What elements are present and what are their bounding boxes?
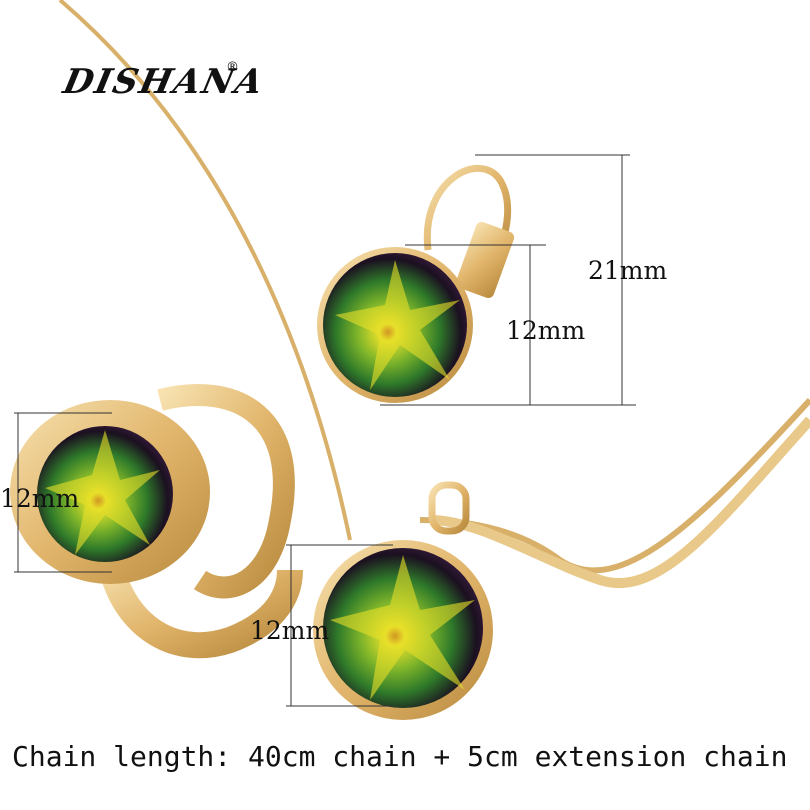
dimension-lines xyxy=(14,154,636,707)
necklace-chain-left xyxy=(58,0,352,541)
ring xyxy=(10,384,303,659)
chain-length-caption: Chain length: 40cm chain + 5cm extension… xyxy=(12,740,788,773)
earring-total-dimension: 21mm xyxy=(588,256,668,285)
earring xyxy=(317,165,515,403)
pendant-stone-dimension: 12mm xyxy=(250,616,330,645)
ring-stone-dimension: 12mm xyxy=(0,484,80,513)
registered-mark: ® xyxy=(226,60,239,75)
earring-stone-dimension: 12mm xyxy=(506,316,586,345)
pendant xyxy=(313,481,493,720)
